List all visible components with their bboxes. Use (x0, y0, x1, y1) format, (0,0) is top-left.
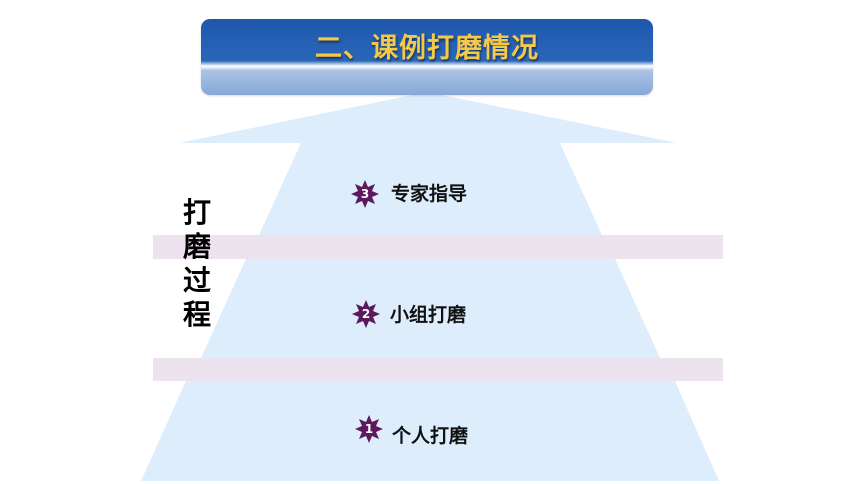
tier-bottom (141, 381, 719, 481)
title-banner: 二、课例打磨情况 (201, 19, 653, 95)
side-label: 打磨过程 (182, 196, 211, 331)
eight-point-star-icon (352, 300, 380, 328)
level-3-badge: 3 (350, 179, 380, 209)
level-2-badge: 2 (351, 299, 381, 329)
arrow-head (179, 92, 677, 143)
tier-middle (201, 259, 660, 358)
eight-point-star-icon (351, 180, 379, 208)
level-1-badge: 1 (354, 414, 384, 444)
level-2-number: 2 (361, 307, 371, 321)
level-1-label: 个人打磨 (392, 425, 469, 447)
level-3-number: 3 (360, 187, 370, 201)
eight-point-star-icon (355, 415, 383, 443)
page-title: 二、课例打磨情况 (315, 33, 539, 64)
separator-band-lower (153, 358, 723, 381)
tier-top (259, 143, 602, 235)
separator-band-upper (153, 235, 723, 259)
level-2-label: 小组打磨 (390, 304, 467, 326)
level-1-number: 1 (364, 422, 374, 436)
level-3-label: 专家指导 (391, 183, 468, 205)
